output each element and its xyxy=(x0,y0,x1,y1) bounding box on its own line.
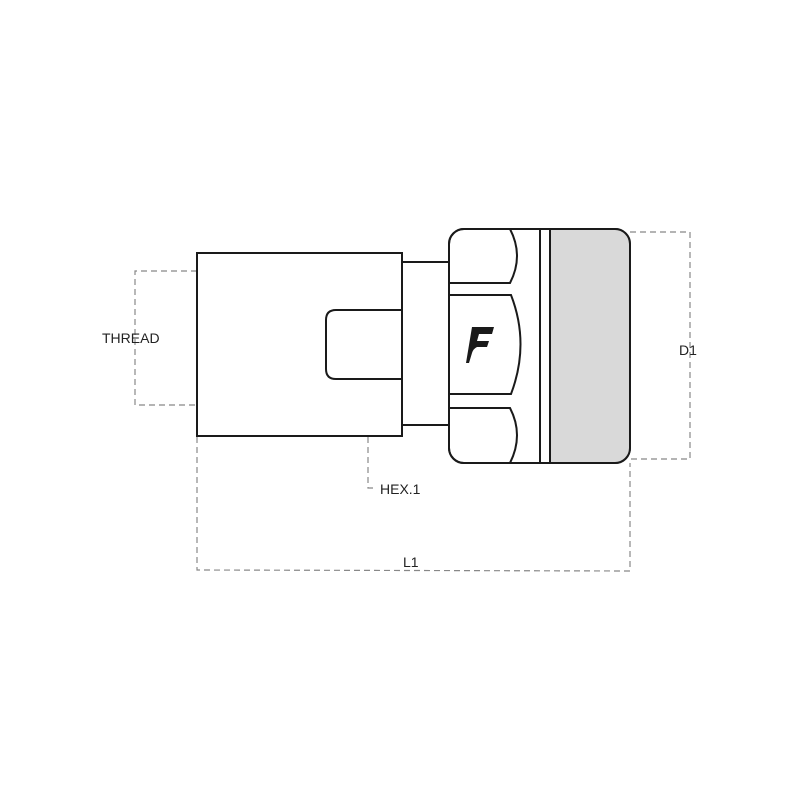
diameter-label: D1 xyxy=(679,342,697,358)
neck xyxy=(401,261,450,426)
hex-leader-line xyxy=(367,437,376,489)
body-slot xyxy=(325,309,402,380)
hex-face-bottom xyxy=(449,407,518,464)
thread-dimension-line xyxy=(134,270,197,406)
thread-label: THREAD xyxy=(102,330,160,346)
grey-sleeve xyxy=(551,230,629,462)
length-dimension-line xyxy=(196,437,631,572)
diameter-dimension-line xyxy=(630,231,691,460)
brand-logo-f-icon xyxy=(466,327,494,363)
hex-label: HEX.1 xyxy=(380,481,421,497)
length-label: L1 xyxy=(403,554,419,570)
hex-face-middle xyxy=(449,294,522,395)
hex-face-top xyxy=(449,228,518,284)
